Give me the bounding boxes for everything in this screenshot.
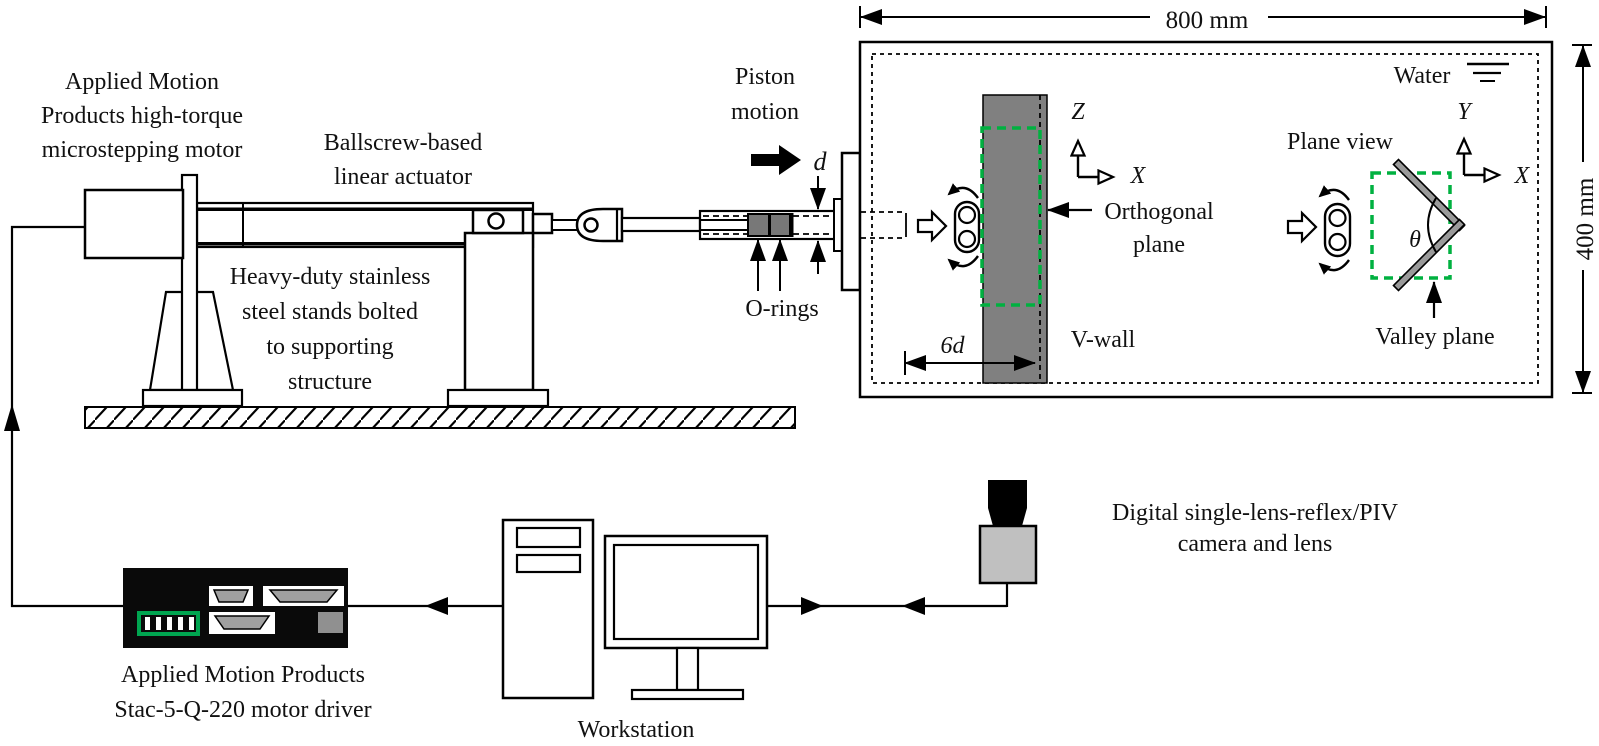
v-angle-label: θ — [1409, 227, 1421, 253]
vortex-ring-side — [947, 183, 981, 271]
piston-diameter-label: d — [813, 147, 827, 176]
v-wall — [982, 94, 1048, 384]
signal-line-driver-workstation — [348, 597, 503, 615]
actuator-label: Ballscrew-based linear actuator — [323, 130, 483, 190]
plan-axes — [1464, 140, 1498, 175]
dimension-6d — [904, 351, 1036, 375]
valley-plane-label: Valley plane — [1375, 324, 1495, 350]
stands-label: Heavy-duty stainless steel stands bolted… — [229, 264, 431, 395]
rod-end-clevis — [575, 207, 624, 243]
v-wall-chevron — [1392, 158, 1466, 292]
axis-x-plan-label: X — [1514, 163, 1530, 189]
piston-motion-arrow — [751, 145, 801, 175]
camera-lens-icon — [988, 480, 1027, 526]
stand-right — [446, 231, 550, 408]
piston-rod — [531, 207, 702, 243]
flow-arrow-side — [916, 209, 948, 243]
o-rings — [747, 213, 794, 237]
tank-flange — [833, 151, 862, 292]
camera-body — [978, 524, 1038, 585]
stand-left-base — [141, 388, 244, 408]
workstation-tower — [501, 518, 595, 700]
motor-driver-label: Applied Motion Products Stac-5-Q-220 mot… — [114, 662, 372, 723]
up-arrowhead-icon — [4, 404, 20, 431]
plane-view-label: Plane view — [1287, 129, 1393, 155]
vortex-ring-plan — [1318, 185, 1352, 275]
v-wall-label: V-wall — [1070, 327, 1136, 353]
orthogonal-plane-outline — [980, 126, 1042, 307]
connector-large-icon — [263, 586, 344, 606]
signal-line-workstation-camera — [767, 583, 1009, 615]
ground-hatch — [84, 406, 796, 429]
orings-arrows — [750, 239, 788, 291]
nozzle-distance-label: 6d — [940, 333, 965, 359]
feedback-line — [4, 225, 123, 608]
connector-bottom-icon — [209, 612, 275, 634]
tank-height-dimension: 400 mm — [1572, 177, 1599, 261]
camera — [978, 480, 1038, 585]
nozzle-exit-tube — [861, 211, 907, 239]
driver-port-icon — [318, 612, 343, 633]
axis-y-label: Y — [1457, 99, 1471, 125]
orings-label: O-rings — [745, 296, 819, 322]
motor-box — [83, 188, 185, 260]
theta-arc — [1427, 197, 1437, 253]
dimension-400mm — [1572, 44, 1592, 394]
camera-label: Digital single-lens-reflex/PIV camera an… — [1112, 500, 1398, 557]
workstation-monitor — [603, 534, 769, 701]
dimension-800mm — [859, 6, 1547, 28]
motor-label: Applied Motion Products high-torque micr… — [41, 69, 243, 163]
orthogonal-plane-label: Orthogonal plane — [1104, 199, 1214, 258]
water-surface-icon — [1467, 62, 1509, 82]
carriage — [471, 208, 525, 235]
axis-x-side-label: X — [1130, 163, 1146, 189]
side-axes — [1078, 142, 1112, 177]
connector-small-icon — [209, 586, 253, 606]
axis-z-label: Z — [1071, 99, 1085, 125]
dip-switches-icon — [137, 611, 200, 636]
tank-width-dimension: 800 mm — [1165, 7, 1249, 34]
piston-motion-label: Piston motion — [730, 64, 799, 125]
workstation-label: Workstation — [577, 717, 695, 743]
flow-arrow-plan — [1286, 210, 1318, 244]
water-label: Water — [1393, 63, 1451, 89]
motor-driver-box — [123, 568, 348, 648]
